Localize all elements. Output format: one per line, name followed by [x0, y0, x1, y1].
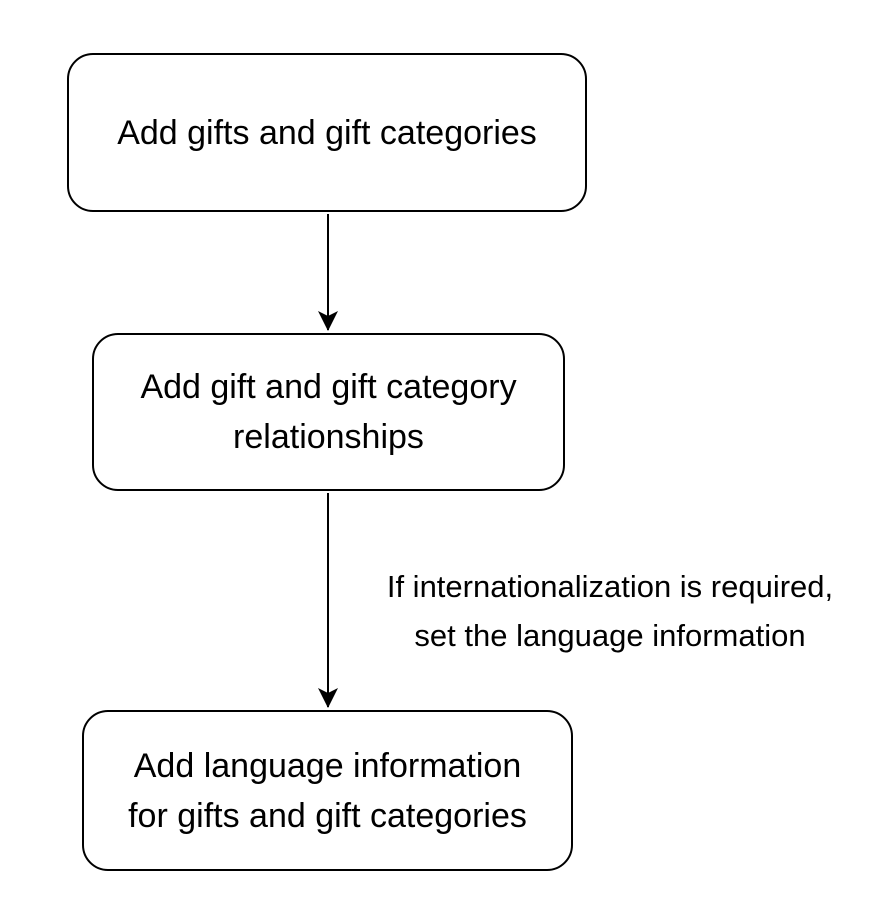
edge-condition-label: If internationalization is required, set… [386, 569, 834, 653]
flowchart-node-add-gifts: Add gifts and gift categories [67, 53, 587, 212]
node-label-add-relationships: Add gift and gift category relationships [140, 368, 517, 456]
flowchart-node-add-language-info: Add language information for gifts and g… [82, 710, 573, 871]
node-label-add-language-info: Add language information for gifts and g… [128, 746, 527, 835]
node-label-add-gifts: Add gifts and gift categories [117, 113, 537, 152]
flowchart-node-add-relationships: Add gift and gift category relationships [92, 333, 565, 491]
